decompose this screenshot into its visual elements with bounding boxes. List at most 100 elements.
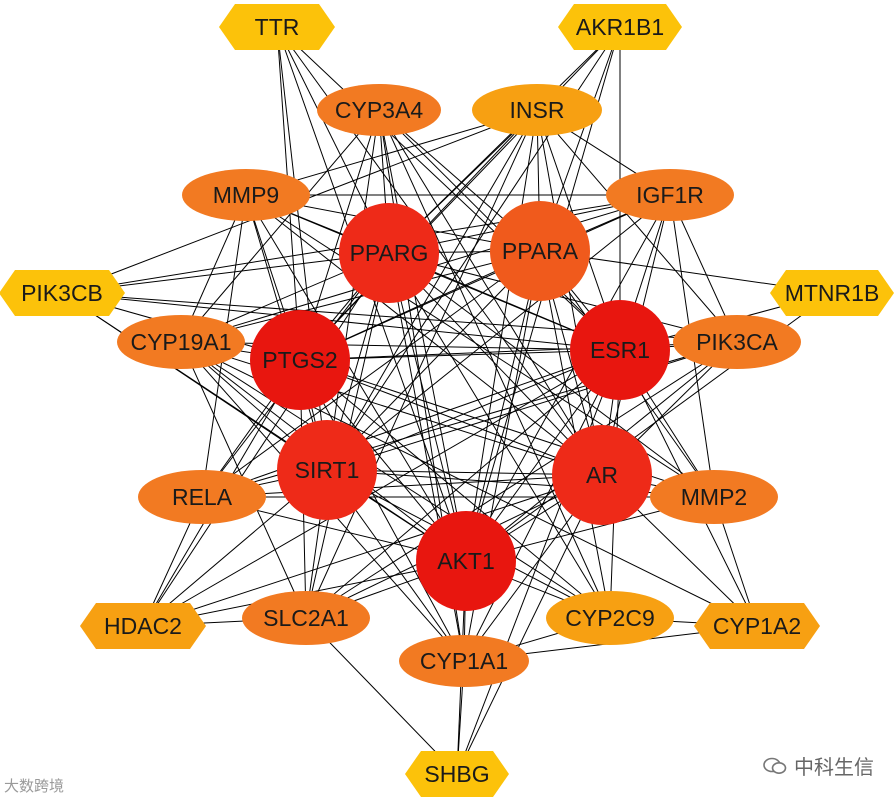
- edge-pparg-hdac2: [142, 252, 390, 627]
- node-pik3ca-label: PIK3CA: [696, 329, 778, 355]
- node-mtnr1b-label: MTNR1B: [785, 280, 880, 306]
- node-akr1b1-shape: [558, 4, 682, 50]
- node-shbg: SHBG: [405, 751, 509, 797]
- node-slc2a1: SLC2A1: [242, 591, 370, 645]
- node-insr: INSR: [472, 84, 602, 136]
- node-shbg-shape: [405, 751, 509, 797]
- node-ttr: TTR: [219, 4, 335, 50]
- edge-esr1-sirt1: [326, 349, 621, 471]
- edge-cyp3a4-ar: [378, 109, 603, 476]
- node-hdac2: HDAC2: [80, 603, 206, 649]
- node-cyp1a2-shape: [694, 603, 820, 649]
- node-cyp19a1-shape: [117, 315, 245, 369]
- node-cyp3a4-label: CYP3A4: [335, 97, 423, 123]
- node-mmp9-shape: [182, 169, 310, 221]
- node-ar-shape: [552, 425, 652, 525]
- edge-pik3ca-sirt1: [326, 341, 738, 471]
- watermark-right-text: 中科生信: [794, 755, 874, 779]
- node-mmp2: MMP2: [650, 470, 778, 524]
- edge-ptgs2-esr1: [299, 349, 621, 361]
- node-cyp1a1-label: CYP1A1: [420, 648, 508, 674]
- node-cyp2c9-shape: [546, 591, 674, 645]
- node-slc2a1-shape: [242, 591, 370, 645]
- edge-ar-hdac2: [142, 474, 603, 627]
- watermark-left: 大数跨境: [4, 775, 64, 796]
- edge-akr1b1-ptgs2: [299, 26, 621, 361]
- edge-esr1-rela: [201, 349, 621, 498]
- edge-sirt1-mmp2: [326, 469, 715, 498]
- node-cyp2c9: CYP2C9: [546, 591, 674, 645]
- node-igf1r-shape: [606, 169, 734, 221]
- node-cyp3a4-shape: [317, 84, 441, 136]
- node-ptgs2-shape: [250, 310, 350, 410]
- node-cyp1a2-label: CYP1A2: [713, 613, 801, 639]
- node-esr1: ESR1: [570, 300, 670, 400]
- node-pparg: PPARG: [339, 203, 439, 303]
- edge-pparg-mmp2: [388, 252, 715, 498]
- edge-igf1r-sirt1: [326, 194, 671, 471]
- node-mmp2-shape: [650, 470, 778, 524]
- node-mmp2-label: MMP2: [681, 484, 747, 510]
- node-shbg-label: SHBG: [424, 761, 489, 787]
- edge-esr1-cyp1a1: [463, 349, 621, 662]
- node-ttr-label: TTR: [255, 14, 300, 40]
- node-sirt1: SIRT1: [277, 420, 377, 520]
- edge-pparg-pik3ca: [388, 252, 738, 343]
- edge-ptgs2-cyp1a1: [299, 359, 465, 662]
- node-cyp19a1-label: CYP19A1: [130, 329, 231, 355]
- edge-insr-akt1: [465, 109, 538, 562]
- node-cyp1a1: CYP1A1: [399, 635, 529, 687]
- node-sirt1-label: SIRT1: [295, 457, 360, 483]
- node-ptgs2: PTGS2: [250, 310, 350, 410]
- node-akr1b1: AKR1B1: [558, 4, 682, 50]
- edge-ppara-sirt1: [326, 250, 541, 471]
- node-akt1: AKT1: [416, 511, 516, 611]
- node-hdac2-label: HDAC2: [104, 613, 182, 639]
- node-pik3cb-label: PIK3CB: [21, 280, 103, 306]
- node-ttr-shape: [219, 4, 335, 50]
- node-cyp1a2: CYP1A2: [694, 603, 820, 649]
- edge-pparg-akt1: [388, 252, 467, 562]
- node-pik3ca-shape: [673, 315, 801, 369]
- edge-ptgs2-pik3ca: [299, 341, 738, 361]
- edge-ppara-rela: [201, 250, 541, 498]
- edge-igf1r-akt1: [465, 194, 671, 562]
- node-mmp9-label: MMP9: [213, 182, 279, 208]
- node-ptgs2-label: PTGS2: [262, 347, 337, 373]
- node-pparg-label: PPARG: [350, 240, 429, 266]
- node-esr1-shape: [570, 300, 670, 400]
- edge-ar-rela: [201, 474, 603, 498]
- node-ar: AR: [552, 425, 652, 525]
- edge-insr-pik3ca: [536, 109, 738, 343]
- node-cyp2c9-label: CYP2C9: [565, 605, 654, 631]
- edge-pik3cb-esr1: [61, 292, 621, 351]
- edge-cyp3a4-cyp19a1: [180, 109, 380, 343]
- edge-esr1-hdac2: [142, 349, 621, 627]
- edge-ppara-cyp19a1: [180, 250, 541, 343]
- node-ppara: PPARA: [490, 201, 590, 301]
- node-pik3cb: PIK3CB: [0, 270, 125, 316]
- edge-shbg-slc2a1: [305, 617, 458, 775]
- edge-ptgs2-ar: [299, 359, 603, 476]
- node-rela: RELA: [138, 470, 266, 524]
- node-pik3cb-shape: [0, 270, 125, 316]
- node-pik3ca: PIK3CA: [673, 315, 801, 369]
- edge-ar-shbg: [456, 474, 603, 775]
- node-ppara-shape: [490, 201, 590, 301]
- edge-pik3ca-slc2a1: [305, 341, 738, 619]
- node-esr1-label: ESR1: [590, 337, 650, 363]
- node-akt1-shape: [416, 511, 516, 611]
- node-hdac2-shape: [80, 603, 206, 649]
- node-insr-shape: [472, 84, 602, 136]
- node-cyp1a1-shape: [399, 635, 529, 687]
- edge-insr-sirt1: [326, 109, 538, 471]
- node-mtnr1b: MTNR1B: [770, 270, 894, 316]
- node-cyp3a4: CYP3A4: [317, 84, 441, 136]
- node-insr-label: INSR: [510, 97, 565, 123]
- node-pparg-shape: [339, 203, 439, 303]
- edge-cyp3a4-akt1: [378, 109, 467, 562]
- edge-esr1-shbg: [456, 349, 621, 775]
- node-slc2a1-label: SLC2A1: [263, 605, 349, 631]
